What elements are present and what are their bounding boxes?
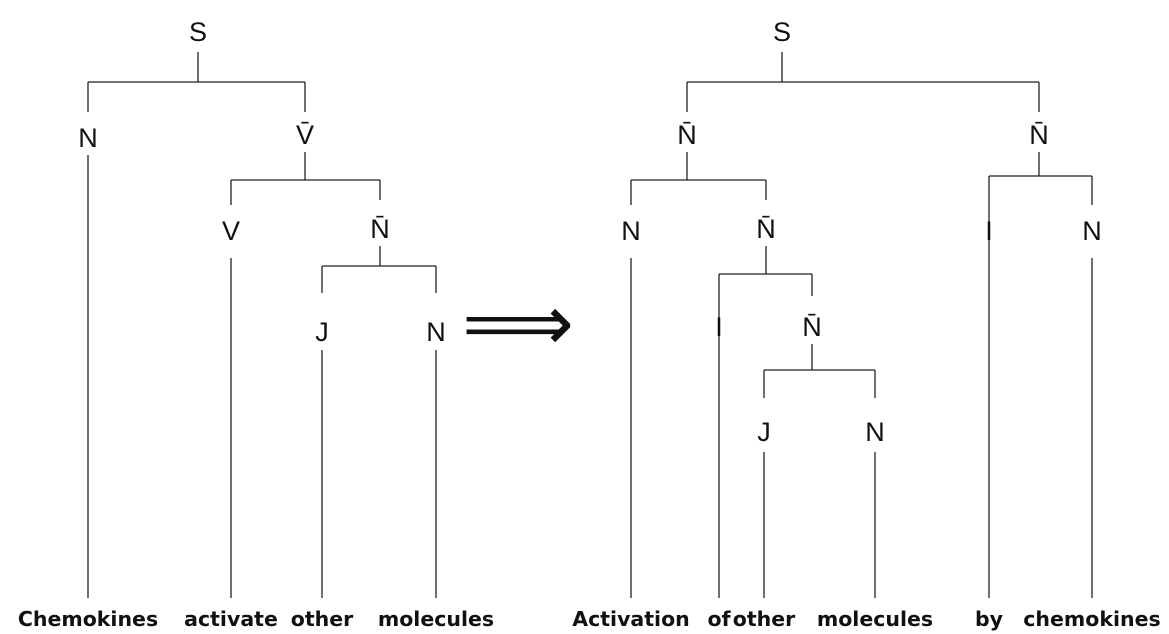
left-sentence: Chemokines activate other molecules: [18, 607, 494, 631]
right-word-5: by: [975, 607, 1003, 631]
right-noun-node: N: [865, 417, 885, 447]
left-object-noun-node: N: [426, 317, 446, 347]
right-tree-nodes: S N̄ N̄ N N̄ I N̄ J N I N: [621, 17, 1102, 447]
right-right-phrase-node: N̄: [1029, 120, 1049, 150]
left-object-phrase-node: N̄: [370, 214, 390, 244]
right-word-3: other: [733, 607, 796, 631]
left-word-4: molecules: [378, 607, 494, 631]
right-sentence: Activation of other molecules by chemoki…: [572, 607, 1161, 631]
right-preposition-2-node: I: [985, 216, 993, 246]
right-word-4: molecules: [817, 607, 933, 631]
left-word-1: Chemokines: [18, 607, 158, 631]
right-pp-phrase-node: N̄: [756, 214, 776, 244]
right-adjective-node: J: [757, 417, 771, 447]
left-tree-edges: [87, 52, 437, 598]
left-root-node: S: [189, 17, 207, 47]
right-word-2: of: [707, 607, 731, 631]
right-agent-noun-node: N: [1082, 216, 1102, 246]
left-verb-node: V: [222, 216, 240, 246]
right-root-node: S: [773, 17, 791, 47]
right-preposition-1-node: I: [715, 312, 723, 342]
right-word-6: chemokines: [1023, 607, 1160, 631]
right-word-1: Activation: [572, 607, 690, 631]
left-predicate-node: V̄: [296, 120, 314, 150]
left-word-2: activate: [184, 607, 278, 631]
transform-arrow-icon: ⟹: [462, 279, 574, 369]
right-head-noun-node: N: [621, 216, 641, 246]
left-tree-nodes: S N V̄ V N̄ J N: [78, 17, 446, 347]
right-tree-edges: [630, 52, 1093, 598]
right-inner-phrase-node: N̄: [802, 312, 822, 342]
left-adjective-node: J: [315, 317, 329, 347]
left-word-3: other: [291, 607, 354, 631]
left-subject-node: N: [78, 123, 98, 153]
right-left-phrase-node: N̄: [677, 120, 697, 150]
